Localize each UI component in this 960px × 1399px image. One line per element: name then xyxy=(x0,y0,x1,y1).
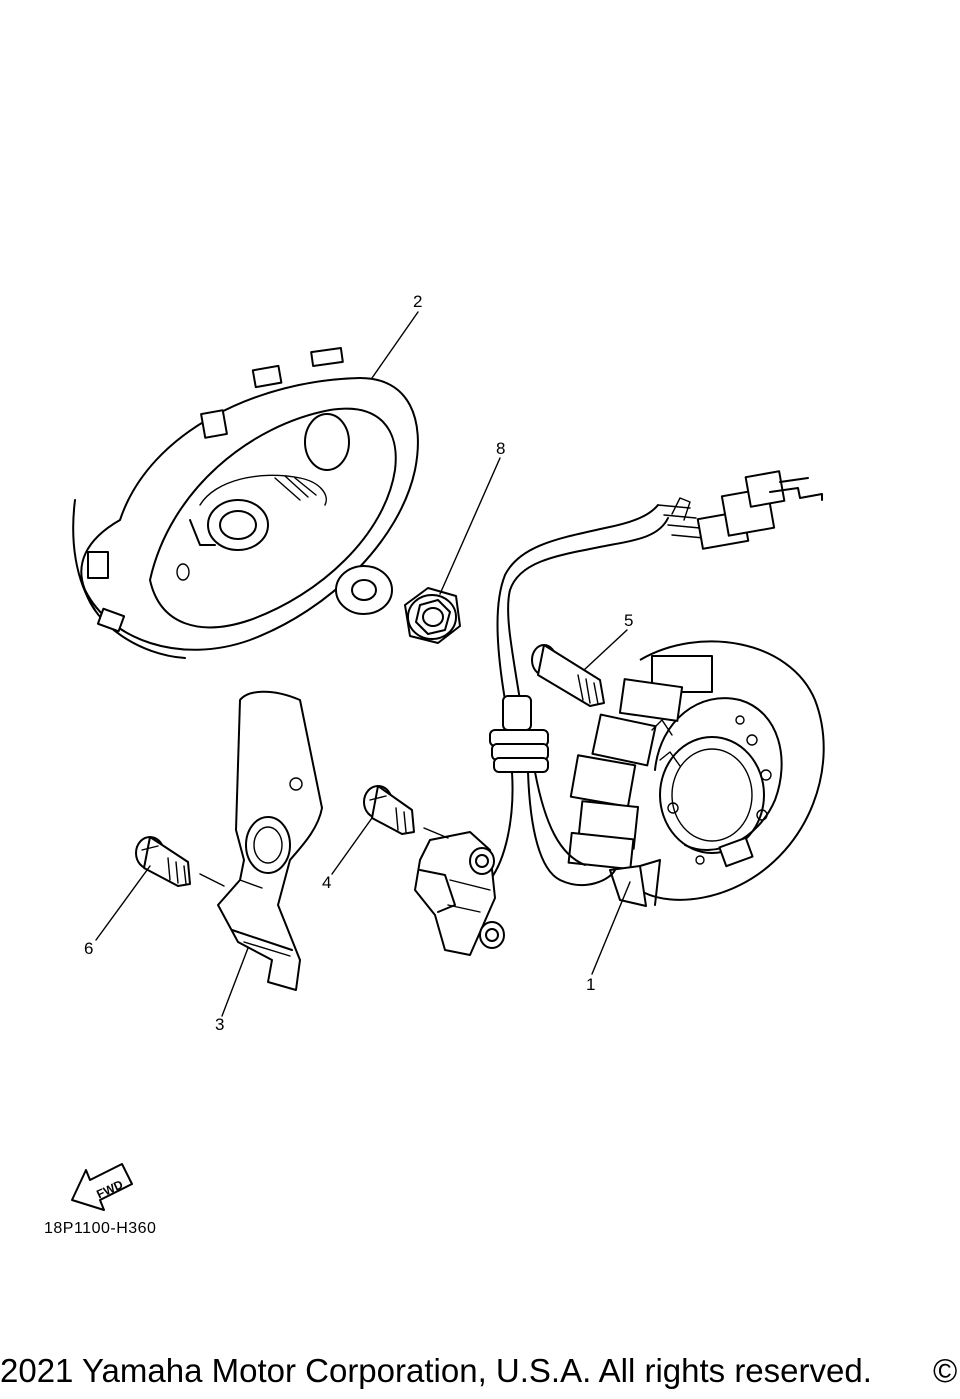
callout-3: 3 xyxy=(215,1015,224,1034)
pickup-coil[interactable] xyxy=(414,831,505,956)
callout-2: 2 xyxy=(413,292,422,311)
copyright-text: 2021 Yamaha Motor Corporation, U.S.A. Al… xyxy=(0,1352,872,1389)
diagram-code: 18P1100-H360 xyxy=(44,1220,157,1237)
part-4-screw[interactable] xyxy=(363,785,415,835)
leader-lines xyxy=(95,311,631,1017)
part-8-nut[interactable] xyxy=(404,587,461,644)
part-2-rotor[interactable] xyxy=(72,346,419,659)
part-3-bracket[interactable] xyxy=(217,690,323,991)
callout-4: 4 xyxy=(322,873,331,892)
part-6-screw[interactable] xyxy=(135,836,191,887)
callout-5: 5 xyxy=(624,611,633,630)
part-1-stator[interactable] xyxy=(567,640,825,907)
part-5-bolt[interactable] xyxy=(531,644,605,707)
washer[interactable] xyxy=(335,565,393,615)
callout-6: 6 xyxy=(84,939,93,958)
fwd-arrow-icon: FWD xyxy=(71,1163,133,1211)
callout-1: 1 xyxy=(586,975,595,994)
copyright-symbol: © xyxy=(933,1352,958,1389)
wire-harness[interactable] xyxy=(489,470,823,886)
callout-8: 8 xyxy=(496,439,505,458)
